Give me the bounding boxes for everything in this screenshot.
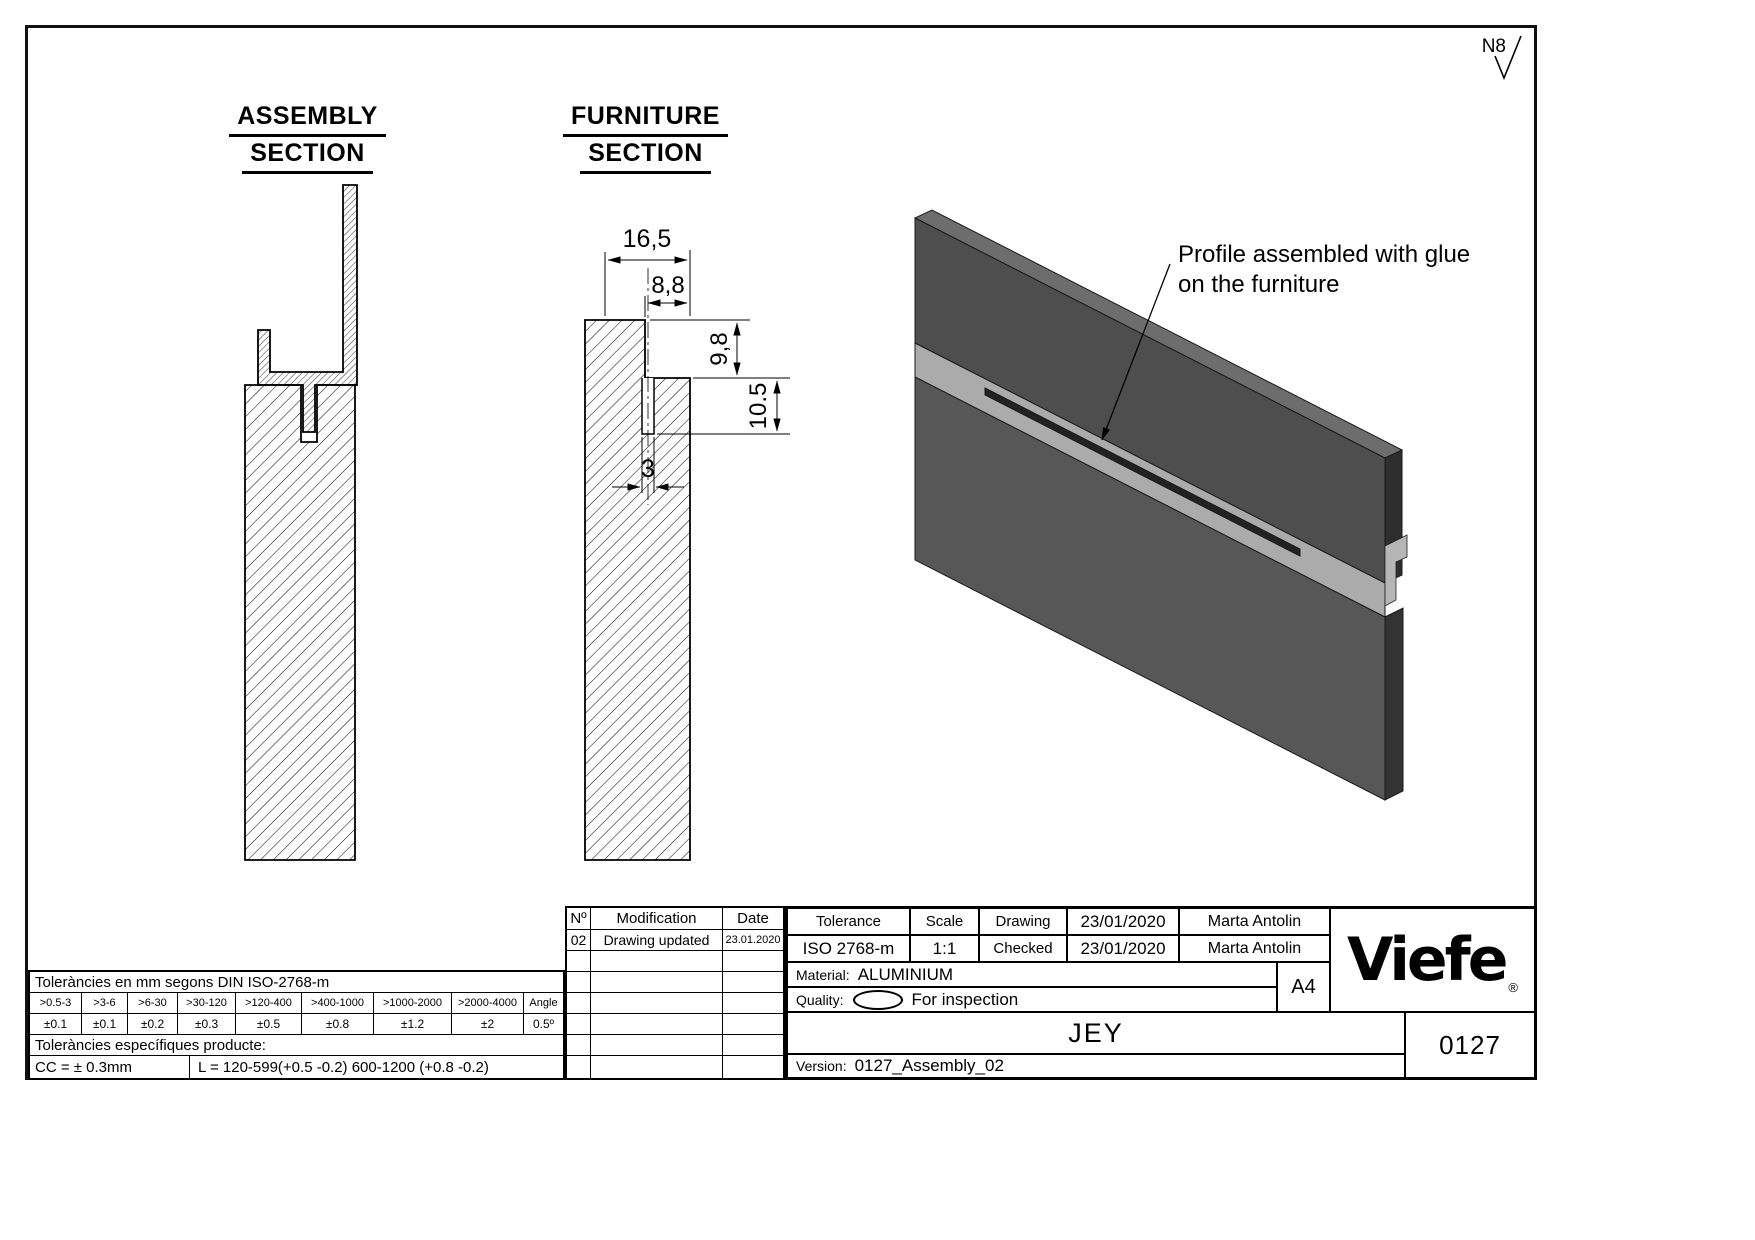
value-cell: ±0.1 bbox=[30, 1014, 82, 1034]
mod-header-no: Nº bbox=[567, 908, 591, 929]
furniture-title-line1: FURNITURE bbox=[563, 100, 728, 137]
mod-row-empty bbox=[567, 1035, 783, 1056]
furniture-board-section bbox=[584, 319, 691, 861]
surface-finish-symbol: N8 bbox=[1482, 35, 1522, 81]
dim-slot-depth: 10.5 bbox=[745, 383, 772, 430]
tolerance-range-row: >0.5-3 >3-6 >6-30 >30-120 >120-400 >400-… bbox=[30, 993, 563, 1014]
value-cell-angle: 0.5º bbox=[532, 1017, 555, 1031]
material-row: Material: ALUMINIUM bbox=[787, 962, 1277, 987]
drawing-canvas: 16,5 8,8 9,8 10.5 3 Profile assembled wi… bbox=[244, 35, 1522, 861]
modification-table: Nº Modification Date 02 Drawing updated … bbox=[565, 906, 785, 1080]
material-value: ALUMINIUM bbox=[857, 964, 954, 984]
value-cell: ±2 bbox=[452, 1014, 524, 1034]
assembly-section-title: ASSEMBLY SECTION bbox=[215, 100, 400, 174]
mod-row-empty bbox=[567, 1056, 783, 1078]
range-cell: >3-6 bbox=[82, 993, 128, 1013]
range-cell: >2000-4000 bbox=[452, 993, 524, 1013]
note-line1: Profile assembled with glue bbox=[1178, 241, 1470, 268]
furniture-section-title: FURNITURE SECTION bbox=[553, 100, 738, 174]
tolerance-block: Toleràncies en mm segons DIN ISO-2768-m … bbox=[28, 970, 565, 1080]
tolerance-specific-title: Toleràncies específiques producte: bbox=[35, 1036, 266, 1054]
range-cell-angle: Angle bbox=[529, 997, 558, 1009]
product-name: JEY bbox=[787, 1012, 1405, 1054]
iso-profile-end-section bbox=[1384, 534, 1408, 607]
material-label: Material: bbox=[796, 966, 850, 983]
tolerance-general-title: Toleràncies en mm segons DIN ISO-2768-m bbox=[35, 973, 330, 991]
mod-header-modification: Modification bbox=[591, 908, 723, 929]
note-line2: on the furniture bbox=[1178, 271, 1339, 298]
range-cell: >120-400 bbox=[236, 993, 302, 1013]
drawing-number: 0127 bbox=[1405, 1012, 1535, 1078]
surface-finish-value: N8 bbox=[1482, 36, 1506, 57]
checked-date: 23/01/2020 bbox=[1067, 935, 1179, 962]
brand-logo-box: Viefe ® bbox=[1330, 908, 1535, 1012]
value-cell: ±1.2 bbox=[374, 1014, 452, 1034]
furniture-section-view bbox=[584, 268, 691, 861]
quality-label: Quality: bbox=[796, 991, 844, 1008]
tolerance-label: Tolerance bbox=[787, 908, 910, 935]
value-cell: ±0.8 bbox=[302, 1014, 374, 1034]
range-cell: >6-30 bbox=[128, 993, 178, 1013]
assembly-title-line1: ASSEMBLY bbox=[229, 100, 386, 137]
dim-total-width: 16,5 bbox=[623, 225, 672, 253]
assembly-furniture-board bbox=[244, 384, 356, 861]
furniture-dimensions: 16,5 8,8 9,8 10.5 3 bbox=[604, 225, 790, 493]
length-tolerance: L = 120-599(+0.5 -0.2) 600-1200 (+0.8 -0… bbox=[198, 1058, 489, 1076]
value-cell: ±0.2 bbox=[128, 1014, 178, 1034]
drawing-author: Marta Antolin bbox=[1179, 908, 1330, 935]
value-cell: ±0.5 bbox=[236, 1014, 302, 1034]
isometric-view bbox=[913, 209, 1408, 801]
roughness-check-icon bbox=[1494, 35, 1522, 81]
mod-row-empty bbox=[567, 951, 783, 972]
scale-label: Scale bbox=[910, 908, 979, 935]
dim-slot-width: 3 bbox=[641, 455, 655, 483]
sheet-size: A4 bbox=[1277, 962, 1330, 1012]
dim-rabbet-depth: 9,8 bbox=[706, 332, 733, 365]
mod-row-date: 23.01.2020 bbox=[725, 934, 781, 946]
mod-row-no: 02 bbox=[567, 930, 591, 950]
mod-row-empty bbox=[567, 972, 783, 993]
quality-value: For inspection bbox=[911, 989, 1019, 1009]
version-label: Version: bbox=[796, 1058, 847, 1074]
cc-tolerance: CC = ± 0.3mm bbox=[30, 1056, 190, 1078]
iso-lower-panel-end-face bbox=[1384, 607, 1404, 801]
mod-row-empty bbox=[567, 1014, 783, 1035]
assembly-section-view bbox=[244, 184, 358, 861]
dim-rabbet-width: 8,8 bbox=[651, 272, 684, 299]
mod-row: 02 Drawing updated 23.01.2020 bbox=[567, 930, 783, 951]
scale-value: 1:1 bbox=[910, 935, 979, 962]
checked-label: Checked bbox=[979, 935, 1067, 962]
tolerance-cc-row: CC = ± 0.3mm L = 120-599(+0.5 -0.2) 600-… bbox=[30, 1056, 563, 1078]
registered-mark: ® bbox=[1508, 980, 1519, 995]
tolerance-specific-row: Toleràncies específiques producte: bbox=[30, 1035, 563, 1056]
title-block: Tolerance Scale Drawing 23/01/2020 Marta… bbox=[785, 906, 1537, 1080]
checked-author: Marta Antolin bbox=[1179, 935, 1330, 962]
range-cell: >0.5-3 bbox=[30, 993, 82, 1013]
value-cell: ±0.1 bbox=[82, 1014, 128, 1034]
tolerance-value-row: ±0.1 ±0.1 ±0.2 ±0.3 ±0.5 ±0.8 ±1.2 ±2 0.… bbox=[30, 1014, 563, 1035]
assembly-title-line2: SECTION bbox=[242, 137, 373, 174]
tolerance-title-row: Toleràncies en mm segons DIN ISO-2768-m bbox=[30, 972, 563, 993]
value-cell: ±0.3 bbox=[178, 1014, 236, 1034]
mod-header-date: Date bbox=[737, 910, 769, 927]
assembly-profile-section bbox=[257, 184, 358, 433]
range-cell: >400-1000 bbox=[302, 993, 374, 1013]
mod-row-modification: Drawing updated bbox=[591, 930, 723, 950]
furniture-title-line2: SECTION bbox=[580, 137, 711, 174]
range-cell: >1000-2000 bbox=[374, 993, 452, 1013]
quality-stamp-oval bbox=[853, 989, 904, 1010]
quality-row: Quality: For inspection bbox=[787, 987, 1277, 1012]
iso-annotation: Profile assembled with glue on the furni… bbox=[1101, 241, 1470, 441]
mod-header-row: Nº Modification Date bbox=[567, 908, 783, 930]
viefe-logo: Viefe bbox=[1346, 925, 1508, 995]
range-cell: >30-120 bbox=[178, 993, 236, 1013]
drawing-label: Drawing bbox=[979, 908, 1067, 935]
iso-profile-groove bbox=[984, 387, 1301, 557]
version-value: 0127_Assembly_02 bbox=[854, 1056, 1004, 1075]
drawing-date: 23/01/2020 bbox=[1067, 908, 1179, 935]
leader-line bbox=[1101, 263, 1171, 441]
mod-row-empty bbox=[567, 993, 783, 1014]
version-row: Version: 0127_Assembly_02 bbox=[787, 1054, 1405, 1078]
tolerance-value: ISO 2768-m bbox=[787, 935, 910, 962]
